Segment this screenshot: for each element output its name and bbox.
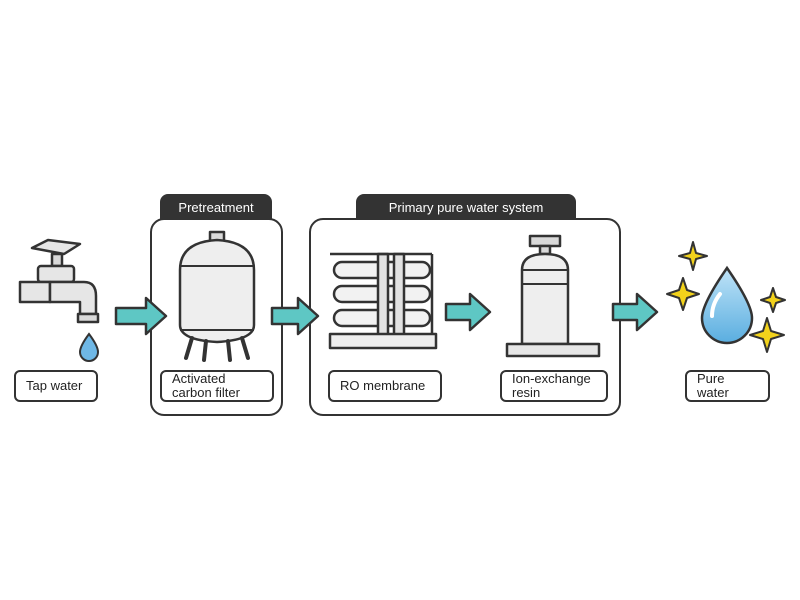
carbon-label-line1: Activated	[172, 371, 226, 386]
flow-arrow-icon	[270, 296, 320, 336]
water-drop-icon	[78, 332, 100, 362]
pretreatment-title: Pretreatment	[160, 194, 272, 220]
ion-exchange-resin-label: Ion-exchange resin	[500, 370, 608, 402]
flow-arrow-icon	[114, 296, 168, 336]
sparkle-icon	[666, 277, 700, 311]
flow-arrow-icon	[611, 292, 659, 332]
sparkle-icon	[678, 241, 708, 271]
primary-system-title: Primary pure water system	[356, 194, 576, 220]
ion-label-line2: resin	[512, 385, 541, 400]
ion-label-line1: Ion-exchange	[512, 371, 591, 386]
sparkle-icon	[760, 287, 786, 313]
ro-membrane-icon	[328, 252, 438, 350]
activated-carbon-filter-label: Activated carbon filter	[160, 370, 274, 402]
water-drop-icon	[700, 265, 754, 345]
tank-icon	[178, 230, 256, 362]
ro-membrane-label: RO membrane	[328, 370, 442, 402]
carbon-label-line2: carbon filter	[172, 385, 240, 400]
flow-arrow-icon	[444, 292, 492, 332]
sparkle-icon	[749, 317, 785, 353]
faucet-icon	[18, 238, 100, 324]
pure-water-label: Pure water	[685, 370, 770, 402]
tap-water-label: Tap water	[14, 370, 98, 402]
ion-exchange-vessel-icon	[505, 234, 601, 358]
